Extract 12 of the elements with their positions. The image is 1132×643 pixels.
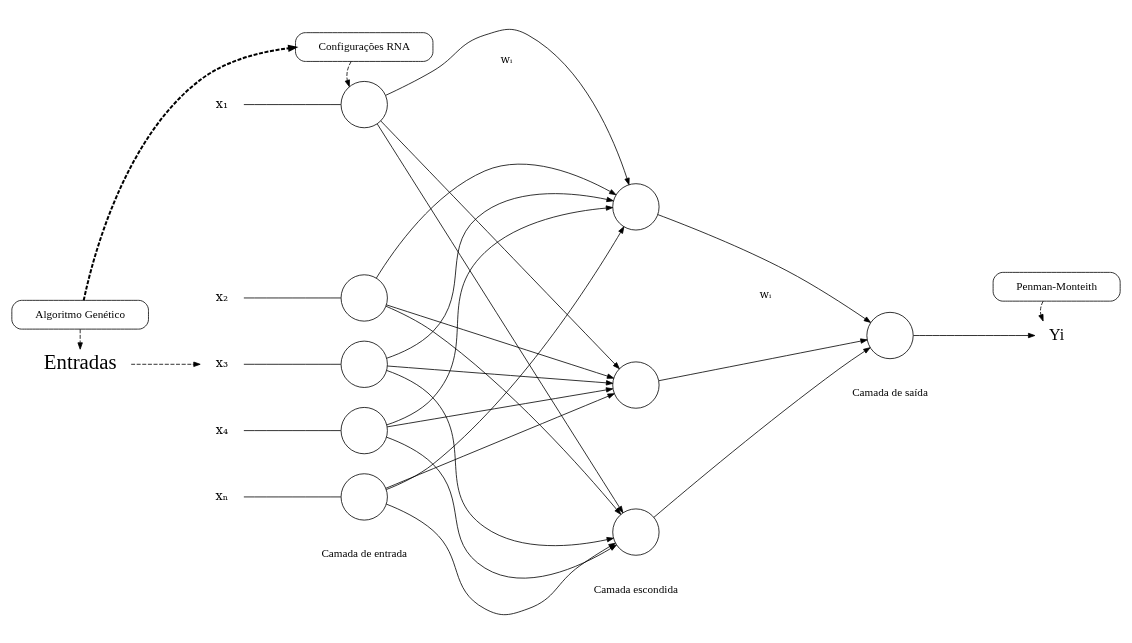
node-text: xₙ — [215, 487, 229, 503]
node-text: x₄ — [215, 421, 229, 437]
label: Camada escondida — [593, 582, 678, 595]
node-text: x₃ — [215, 354, 229, 370]
node-text: x₂ — [215, 288, 229, 304]
label: wᵢ — [500, 52, 513, 66]
label: wᵢ — [759, 287, 772, 301]
label: Camada de entrada — [321, 546, 408, 559]
label: Camada de saída — [852, 385, 928, 398]
node-text: x₁ — [215, 95, 229, 111]
node-text: Yi — [1049, 325, 1065, 343]
node-text: Entradas — [43, 349, 117, 373]
